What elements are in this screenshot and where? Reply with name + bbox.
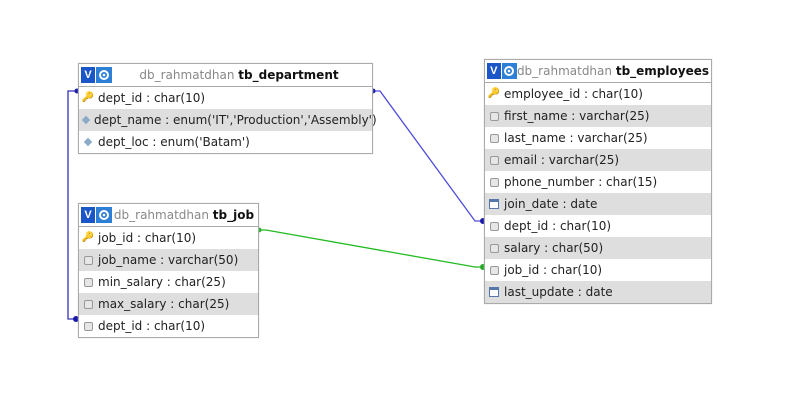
- column-row[interactable]: email : varchar(25): [485, 149, 711, 171]
- column-icon: [489, 111, 499, 121]
- table-name: tb_department: [238, 68, 339, 82]
- column-row[interactable]: dept_id : char(10): [485, 215, 711, 237]
- column-icon: [83, 277, 93, 287]
- column-label: dept_name : enum('IT','Production','Asse…: [94, 113, 377, 127]
- table-title: db_rahmatdhan tb_department: [112, 68, 372, 82]
- gear-icon[interactable]: [96, 67, 112, 83]
- database-name: db_rahmatdhan: [139, 68, 235, 82]
- column-label: dept_id : char(10): [98, 91, 206, 105]
- column-label: join_date : date: [504, 197, 598, 211]
- table-name: tb_job: [212, 208, 255, 222]
- column-label: email : varchar(25): [504, 153, 620, 167]
- column-label: max_salary : char(25): [98, 297, 230, 311]
- key-icon: 🔑: [487, 88, 501, 99]
- column-row[interactable]: min_salary : char(25): [79, 271, 258, 293]
- column-icon: [83, 255, 93, 265]
- column-label: job_name : varchar(50): [98, 253, 239, 267]
- column-row[interactable]: 🔑 job_id : char(10): [79, 227, 258, 249]
- table-card-department[interactable]: V db_rahmatdhan tb_department 🔑 dept_id …: [78, 63, 377, 154]
- column-row[interactable]: salary : char(50): [485, 237, 711, 259]
- enum-icon: [81, 115, 91, 125]
- enum-icon: [83, 137, 93, 147]
- column-icon: [489, 221, 499, 231]
- column-row[interactable]: dept_loc : enum('Batam'): [79, 131, 372, 153]
- table-header[interactable]: V db_rahmatdhan tb_job: [79, 204, 258, 227]
- table-header[interactable]: V db_rahmatdhan tb_employees: [485, 60, 711, 83]
- column-icon: [489, 177, 499, 187]
- database-name: db_rahmatdhan: [516, 64, 612, 78]
- column-icon: [489, 265, 499, 275]
- column-row[interactable]: 🔑 employee_id : char(10): [485, 83, 711, 105]
- table-title: db_rahmatdhan tb_employees: [517, 64, 711, 78]
- key-icon: 🔑: [81, 232, 95, 243]
- table-header[interactable]: V db_rahmatdhan tb_department: [79, 64, 372, 87]
- column-row[interactable]: join_date : date: [485, 193, 711, 215]
- table-card-job[interactable]: V db_rahmatdhan tb_job 🔑 job_id : char(1…: [78, 203, 259, 338]
- column-row[interactable]: phone_number : char(15): [485, 171, 711, 193]
- column-icon: [489, 155, 499, 165]
- column-row[interactable]: last_name : varchar(25): [485, 127, 711, 149]
- column-label: last_update : date: [504, 285, 613, 299]
- column-icon: [489, 243, 499, 253]
- column-label: employee_id : char(10): [504, 87, 643, 101]
- column-label: min_salary : char(25): [98, 275, 226, 289]
- column-row[interactable]: job_name : varchar(50): [79, 249, 258, 271]
- column-label: dept_loc : enum('Batam'): [98, 135, 250, 149]
- relation-line-dept-job: [67, 90, 78, 320]
- column-label: phone_number : char(15): [504, 175, 658, 189]
- column-label: job_id : char(10): [504, 263, 603, 277]
- column-row[interactable]: 🔑 dept_id : char(10): [79, 87, 372, 109]
- table-title: db_rahmatdhan tb_job: [112, 208, 258, 222]
- column-row[interactable]: max_salary : char(25): [79, 293, 258, 315]
- database-name: db_rahmatdhan: [113, 208, 209, 222]
- column-label: last_name : varchar(25): [504, 131, 648, 145]
- view-toggle-button[interactable]: V: [487, 63, 501, 79]
- column-icon: [83, 321, 93, 331]
- relation-line-job-employees: [258, 229, 484, 268]
- gear-icon[interactable]: [501, 63, 517, 79]
- gear-icon[interactable]: [96, 207, 112, 223]
- column-row[interactable]: dept_name : enum('IT','Production','Asse…: [79, 109, 377, 131]
- view-toggle-button[interactable]: V: [81, 67, 95, 83]
- column-label: salary : char(50): [504, 241, 604, 255]
- table-name: tb_employees: [615, 64, 709, 78]
- column-label: job_id : char(10): [98, 231, 197, 245]
- column-label: dept_id : char(10): [98, 319, 206, 333]
- column-row[interactable]: dept_id : char(10): [79, 315, 258, 337]
- column-row[interactable]: job_id : char(10): [485, 259, 711, 281]
- column-row[interactable]: first_name : varchar(25): [485, 105, 711, 127]
- key-icon: 🔑: [81, 92, 95, 103]
- column-row[interactable]: last_update : date: [485, 281, 711, 303]
- view-toggle-button[interactable]: V: [81, 207, 95, 223]
- column-label: first_name : varchar(25): [504, 109, 650, 123]
- column-label: dept_id : char(10): [504, 219, 612, 233]
- table-card-employees[interactable]: V db_rahmatdhan tb_employees 🔑 employee_…: [484, 59, 712, 304]
- column-icon: [83, 299, 93, 309]
- column-icon: [489, 133, 499, 143]
- relation-line-dept-employees: [372, 90, 484, 222]
- date-icon: [489, 199, 499, 209]
- date-icon: [489, 287, 499, 297]
